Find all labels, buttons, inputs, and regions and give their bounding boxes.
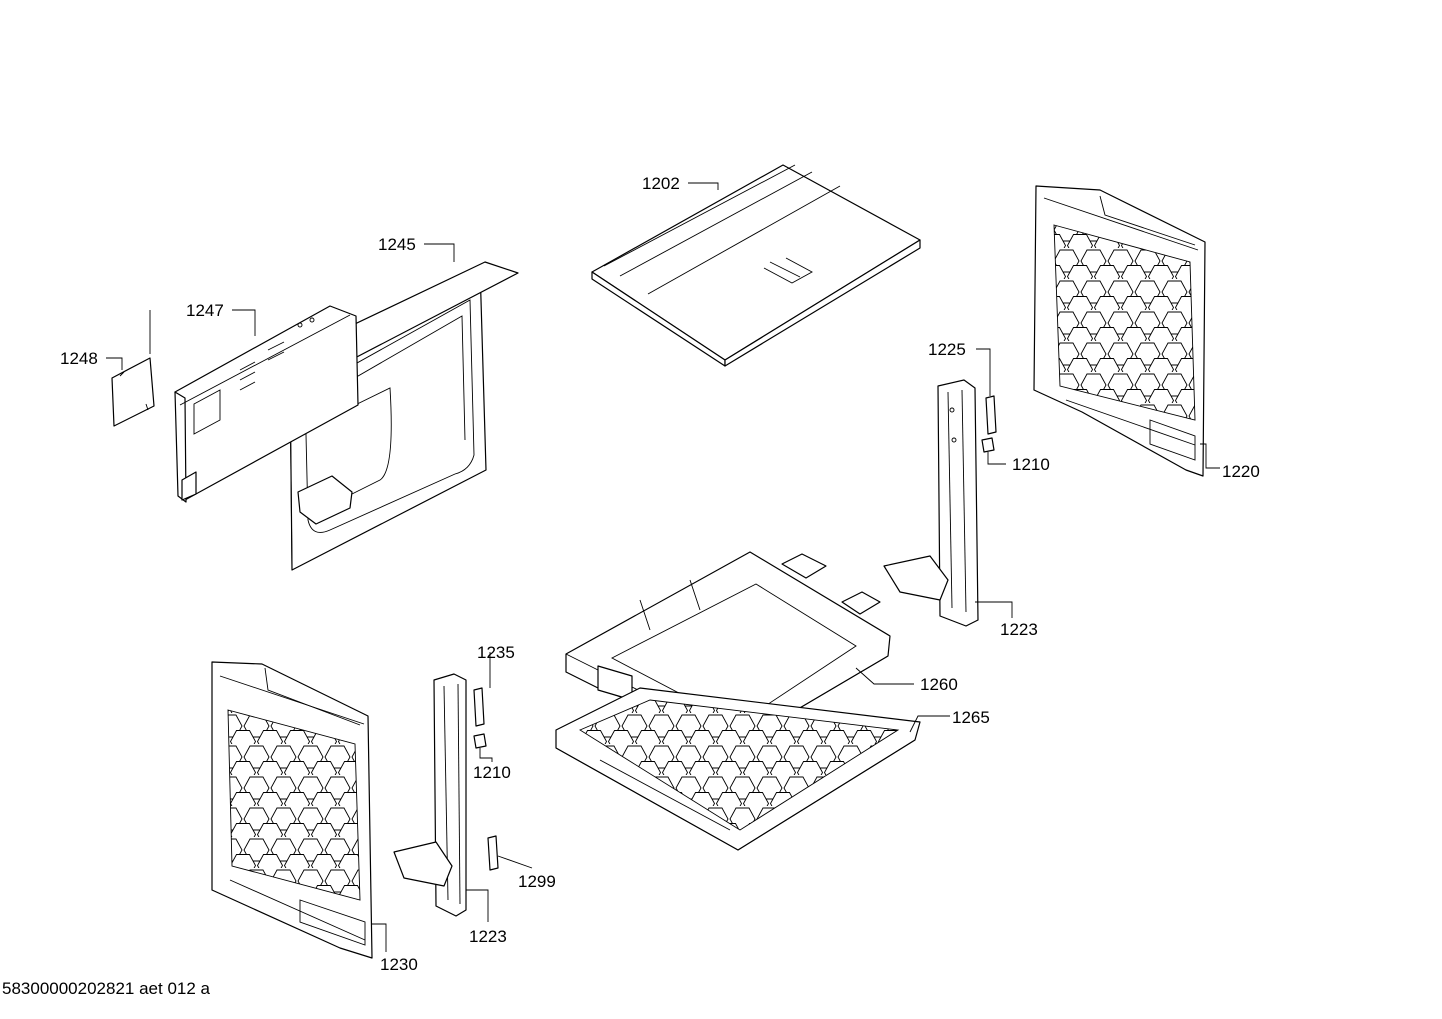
part-clip-right [981, 437, 995, 453]
part-strip-left [473, 687, 485, 727]
part-top-cover [591, 164, 921, 367]
part-left-rail [393, 673, 467, 917]
callout-1235: 1235 [477, 643, 515, 662]
callouts: 1202 1245 1247 1248 1225 1210 1220 1223 … [60, 174, 1260, 974]
part-clip-left [473, 733, 487, 749]
part-left-side-frame [211, 661, 373, 959]
callout-1202: 1202 [642, 174, 680, 193]
part-small-plate [111, 357, 155, 427]
part-right-side-frame [1033, 185, 1206, 477]
part-right-rail [883, 379, 979, 627]
document-code: 58300000202821 aet 012 a [2, 979, 210, 998]
callout-1210-left: 1210 [473, 763, 511, 782]
part-base-plate [555, 687, 921, 851]
callout-1265: 1265 [952, 708, 990, 727]
part-strip-right [985, 395, 997, 435]
callout-1245: 1245 [378, 235, 416, 254]
callout-1260: 1260 [920, 675, 958, 694]
part-strip-1299 [487, 835, 499, 871]
callout-1248: 1248 [60, 349, 98, 368]
part-side-panel [289, 261, 519, 571]
callout-1223-left: 1223 [469, 927, 507, 946]
callout-1247: 1247 [186, 301, 224, 320]
callout-1210-right: 1210 [1012, 455, 1050, 474]
callout-1220: 1220 [1222, 462, 1260, 481]
leader-lines [106, 182, 1220, 952]
callout-1230: 1230 [380, 955, 418, 974]
part-rear-plate [174, 305, 359, 503]
callout-1225: 1225 [928, 340, 966, 359]
callout-1299: 1299 [518, 872, 556, 891]
callout-1223-right: 1223 [1000, 620, 1038, 639]
